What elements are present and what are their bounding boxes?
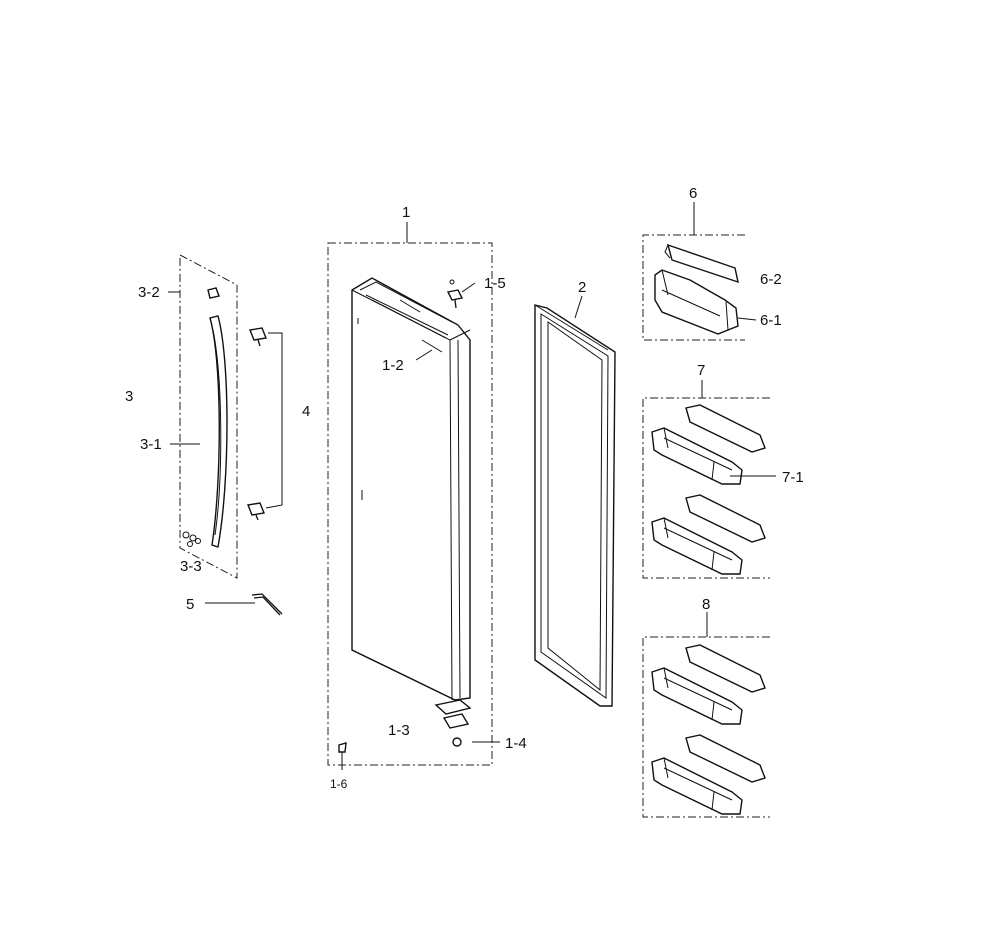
label-5: 5: [186, 596, 194, 613]
callout-labels: 1 1-2 1-3 1-4 1-5 1-6 2 3 3-1 3-2 3-3 4 …: [125, 185, 804, 791]
door-gasket: [534, 304, 616, 707]
label-6-2: 6-2: [760, 271, 782, 288]
label-2: 2: [578, 279, 586, 296]
screw-pair: [247, 327, 283, 521]
label-3-2: 3-2: [138, 284, 160, 301]
label-6-1: 6-1: [760, 312, 782, 329]
handle-assembly-group: [179, 254, 238, 579]
label-1: 1: [402, 204, 410, 221]
label-1-3: 1-3: [388, 722, 410, 739]
label-4: 4: [302, 403, 310, 420]
label-1-4: 1-4: [505, 735, 527, 752]
guard-pair-group-7: [642, 397, 770, 579]
guard-assembly-group: [642, 234, 745, 341]
label-7: 7: [697, 362, 705, 379]
label-3-1: 3-1: [140, 436, 162, 453]
label-1-2: 1-2: [382, 357, 404, 374]
label-3-3: 3-3: [180, 558, 202, 575]
label-1-5: 1-5: [484, 275, 506, 292]
label-8: 8: [702, 596, 710, 613]
label-1-6: 1-6: [330, 777, 348, 791]
leader-lines: [168, 202, 776, 743]
guard-pair-group-8: [642, 636, 770, 818]
hex-wrench: [205, 593, 283, 616]
label-7-1: 7-1: [782, 469, 804, 486]
label-3: 3: [125, 388, 133, 405]
label-6: 6: [689, 185, 697, 202]
door-assembly-group: [327, 242, 493, 770]
